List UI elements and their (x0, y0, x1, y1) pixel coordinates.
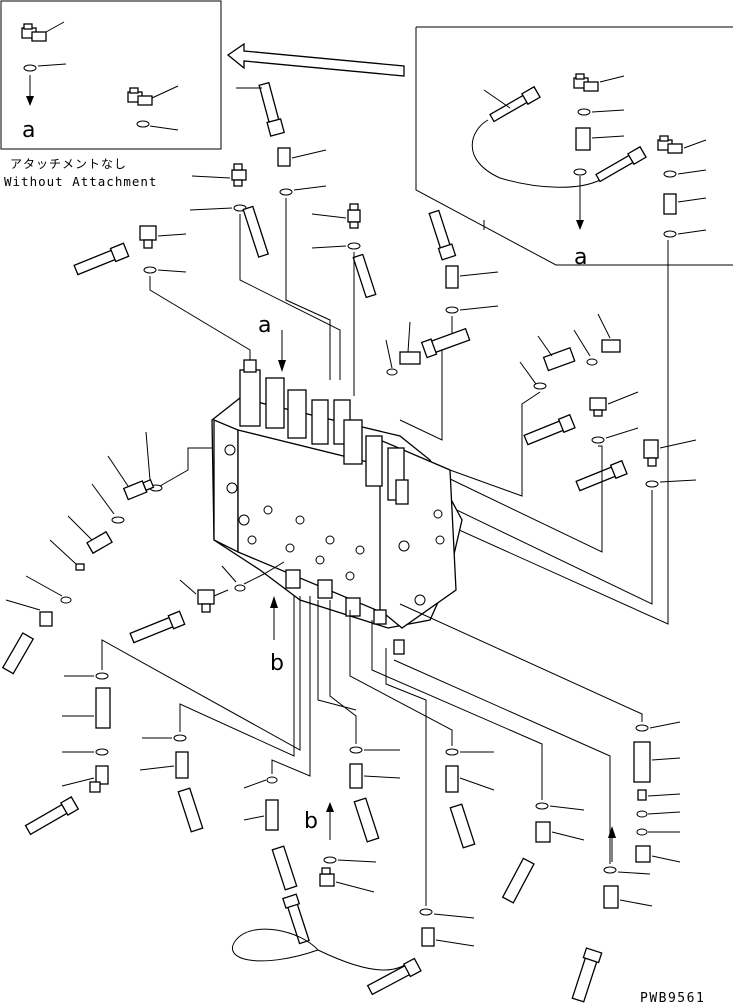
upper-left-fittings (73, 81, 499, 441)
lower-fittings: b (24, 596, 681, 1003)
view-label-b-lower: b (304, 809, 318, 834)
left-side-fittings (1, 431, 285, 675)
right-middle-fittings (385, 240, 697, 625)
view-label-a-main: a (258, 313, 271, 338)
view-label-b-main: b (270, 651, 284, 676)
transfer-arrow (226, 42, 405, 77)
inset-right-hose-assembly: a (415, 26, 733, 270)
caption-japanese: アタッチメントなし (10, 157, 127, 171)
part-number: PWB9561 (640, 991, 705, 1006)
inset-left-without-attachment: a (0, 0, 222, 150)
view-label-a: a (22, 118, 35, 143)
caption-english: Without Attachment (4, 174, 157, 189)
control-valve-body (211, 359, 463, 655)
view-label-a-right: a (574, 245, 587, 270)
